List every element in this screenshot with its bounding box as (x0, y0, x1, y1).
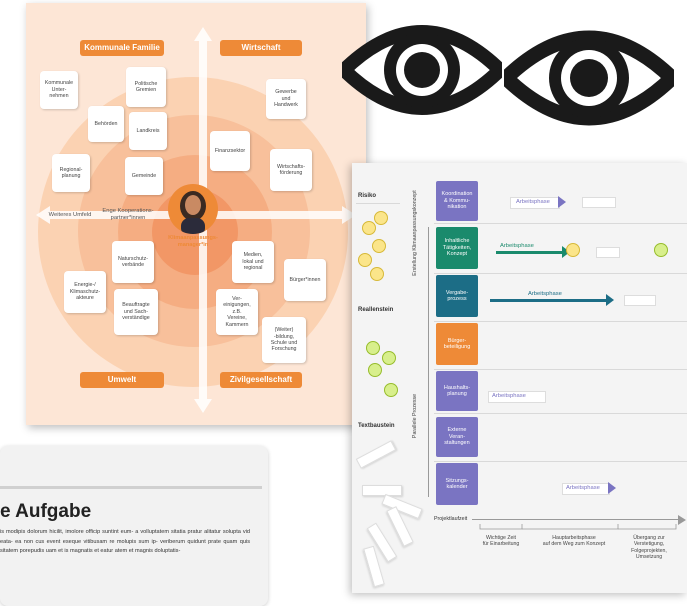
coin-icon (358, 253, 372, 267)
manager-avatar (168, 184, 218, 234)
text-strip (355, 440, 397, 469)
weiteres-umfeld-label: Weiteres Umfeld (48, 212, 92, 218)
card-behoerden: Behörden (88, 106, 124, 142)
enge-kooperation-label: Enge Kooperations- partner*innen (102, 208, 154, 221)
card-wirtschaftsfoerderung: Wirtschafts- förderung (270, 149, 312, 191)
axis-label: Projektlaufzeit (434, 516, 468, 522)
person-icon (180, 191, 206, 234)
quadrant-wirtschaft: Wirtschaft (220, 40, 302, 56)
phase-label-3: Arbeitsphase (528, 291, 562, 297)
card-politische-gremien: Politische Gremien (126, 67, 166, 107)
blank-card (582, 197, 616, 208)
box-inhaltliche: Inhaltliche Tätigkeiten, Konzept (436, 227, 478, 269)
coin-icon (370, 267, 384, 281)
arrow-head-icon (606, 294, 614, 306)
card-buerger: Bürger*innen (284, 259, 326, 301)
box-koordination: Koordination & Kommu- nikation (436, 181, 478, 221)
quadrant-kommunale-familie: Kommunale Familie (80, 40, 164, 56)
card-finanzsektor: Finanzsektor (210, 131, 250, 171)
reallenstein-label: Reallenstein (358, 307, 394, 313)
card-beauftragte: Beauftragte und Sach- verständige (114, 289, 158, 335)
quadrant-zivilgesellschaft: Zivilgesellschaft (220, 372, 302, 388)
task-body: is modipis dolorum hicilit, imolore offi… (0, 529, 250, 555)
star-coin-icon (382, 351, 396, 365)
phase-label-5: Arbeitsphase (566, 485, 600, 491)
arrow-head-icon (558, 196, 566, 208)
eye-icon (504, 30, 674, 126)
box-externe: Externe Veran- staltungen (436, 417, 478, 457)
blank-card (624, 295, 656, 306)
card-gemeinde: Gemeinde (125, 157, 163, 195)
task-card-rule (0, 486, 262, 489)
textbaustein-label: Textbaustein (358, 423, 395, 429)
box-haushaltsplanung: Haushalts- planung (436, 371, 478, 411)
phase-label-2: Arbeitsphase (500, 243, 534, 249)
quadrant-umwelt: Umwelt (80, 372, 164, 388)
box-sitzungskalender: Sitzungs- kalender (436, 463, 478, 505)
footer-phase-a: Wichtige Zeit für Einarbeitung (482, 535, 520, 548)
center-label: Klimaanpassungs- manager*in (168, 235, 218, 248)
star-coin-icon (368, 363, 382, 377)
blank-card (596, 247, 620, 258)
card-gewerbe: Gewerbe und Handwerk (266, 79, 306, 119)
coin-icon (374, 211, 388, 225)
card-energie: Energie-/ Klimaschutz- akteure (64, 271, 106, 313)
parallele-label: Parallele Prozesse (412, 393, 418, 439)
card-weiterbildung: (Weiter) -bildung, Schule und Forschung (262, 317, 306, 363)
task-card: e Aufgabe is modipis dolorum hicilit, im… (0, 446, 268, 606)
star-coin-icon (366, 341, 380, 355)
footer-phase-c: Übergang zur Verstetigung, Folgeprojekte… (631, 535, 667, 561)
coin-icon (362, 221, 376, 235)
stakeholder-map-card: Kommunale Familie Wirtschaft Umwelt Zivi… (26, 3, 366, 425)
phase-label-4: Arbeitsphase (492, 393, 526, 399)
arrow-head-icon (678, 515, 686, 525)
footer-phase-b: Hauptarbeitsphase auf dem Weg zum Konzep… (542, 535, 606, 548)
timeline-brackets (479, 524, 677, 530)
card-vereinigungen: Ver- einigungen, z.B. Vereine, Kammern (216, 289, 258, 335)
card-kommunale-unternehmen: Kommunale Unter- nehmen (40, 71, 78, 109)
card-medien: Medien, lokal und regional (232, 241, 274, 283)
card-regionalplanung: Regional- planung (52, 154, 90, 192)
arrow-head-icon (608, 482, 616, 494)
card-naturschutz: Naturschutz- verbände (112, 241, 154, 283)
text-strip (362, 485, 402, 496)
task-title: e Aufgabe (0, 501, 92, 522)
card-landkreis: Landkreis (129, 112, 167, 150)
star-coin-icon (384, 383, 398, 397)
box-vergabe: Vergabe- prozess (436, 275, 478, 317)
phase-bar-2 (496, 251, 562, 254)
eye-icon (342, 25, 502, 115)
phase-card-4 (488, 391, 546, 403)
coin-icon (566, 243, 580, 257)
star-coin-icon (654, 243, 668, 257)
coin-icon (372, 239, 386, 253)
erstellung-label: Erstellung Klimaanpassungskonzept (412, 190, 418, 276)
box-buergerbeteiligung: Bürger- beteiligung (436, 323, 478, 365)
process-board: Risiko Reallenstein Textbaustein Erstell… (352, 163, 687, 593)
phase-label-1: Arbeitsphase (516, 199, 550, 205)
risiko-label: Risiko (358, 193, 377, 199)
phase-bar-3 (490, 299, 606, 302)
